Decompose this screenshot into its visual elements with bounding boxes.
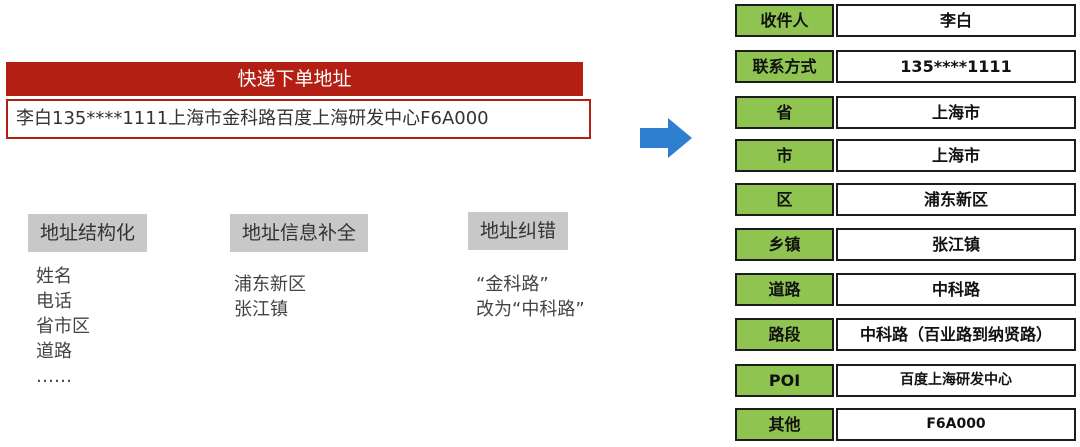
- field-value-cell: 张江镇: [836, 228, 1076, 261]
- list-item: ……: [36, 366, 72, 387]
- field-name-cell: 联系方式: [735, 50, 834, 83]
- field-value-cell: 上海市: [836, 96, 1076, 129]
- list-item: 省市区: [36, 316, 90, 337]
- list-item: 浦东新区: [234, 274, 306, 295]
- list-item: 姓名: [36, 266, 72, 287]
- field-name-cell: 市: [735, 139, 834, 172]
- field-name-cell: 路段: [735, 318, 834, 351]
- structuring-item-list: 姓名 电话 省市区 道路 ……: [36, 264, 90, 389]
- field-name-cell: 乡镇: [735, 228, 834, 261]
- list-item: 道路: [36, 341, 72, 362]
- feature-label-structuring: 地址结构化: [28, 214, 148, 252]
- table-row: 市 上海市: [735, 139, 1076, 172]
- field-value-cell: F6A000: [836, 408, 1076, 441]
- field-name-cell: 省: [735, 96, 834, 129]
- field-name-cell: 其他: [735, 408, 834, 441]
- raw-address-field: 李白135****1111上海市金科路百度上海研发中心F6A000: [6, 99, 591, 139]
- field-value-cell: 中科路（百业路到纳贤路）: [836, 318, 1076, 351]
- field-name-cell: POI: [735, 364, 834, 397]
- table-row: 乡镇 张江镇: [735, 228, 1076, 261]
- order-address-title: 快递下单地址: [6, 62, 583, 96]
- field-name-cell: 区: [735, 183, 834, 216]
- list-item: 张江镇: [234, 299, 288, 320]
- field-value-cell: 中科路: [836, 273, 1076, 306]
- field-value-cell: 上海市: [836, 139, 1076, 172]
- table-row: 路段 中科路（百业路到纳贤路）: [735, 318, 1076, 351]
- feature-label-correction: 地址纠错: [468, 212, 569, 250]
- table-row: 联系方式 135****1111: [735, 50, 1076, 83]
- list-item: 改为“中科路”: [476, 299, 585, 320]
- correction-item-list: “金科路” 改为“中科路”: [476, 272, 585, 322]
- table-row: POI 百度上海研发中心: [735, 364, 1076, 397]
- field-value-cell: 135****1111: [836, 50, 1076, 83]
- table-row: 区 浦东新区: [735, 183, 1076, 216]
- field-name-cell: 收件人: [735, 4, 834, 37]
- field-value-cell: 浦东新区: [836, 183, 1076, 216]
- table-row: 其他 F6A000: [735, 408, 1076, 441]
- table-row: 道路 中科路: [735, 273, 1076, 306]
- completion-item-list: 浦东新区 张江镇: [234, 272, 306, 322]
- table-row: 收件人 李白: [735, 4, 1076, 37]
- list-item: 电话: [36, 291, 72, 312]
- list-item: “金科路”: [476, 274, 549, 295]
- field-name-cell: 道路: [735, 273, 834, 306]
- table-row: 省 上海市: [735, 96, 1076, 129]
- field-value-cell: 李白: [836, 4, 1076, 37]
- feature-label-completion: 地址信息补全: [230, 214, 369, 252]
- right-arrow-icon: [640, 118, 692, 158]
- field-value-cell: 百度上海研发中心: [836, 364, 1076, 397]
